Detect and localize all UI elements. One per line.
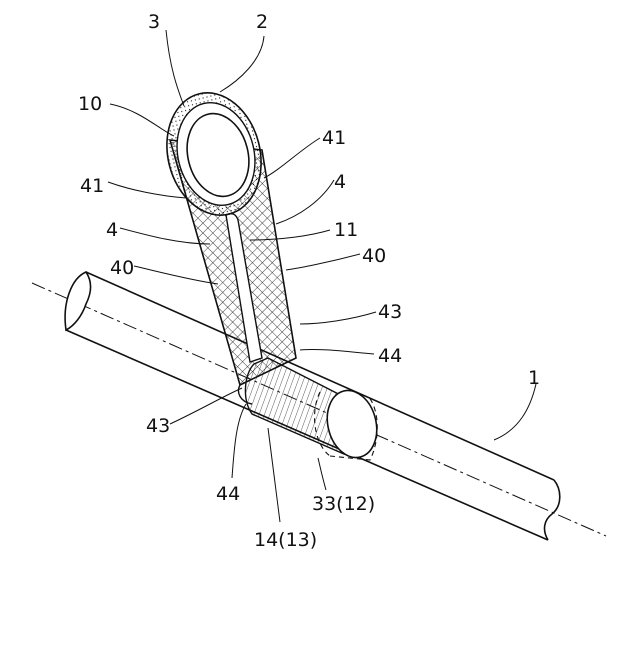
label-11: 11	[334, 219, 358, 241]
leader-10	[110, 104, 174, 136]
label-4-right: 4	[334, 171, 346, 193]
label-41-right: 41	[322, 127, 346, 149]
leader-41-left	[108, 182, 186, 198]
label-3: 3	[148, 11, 160, 33]
leader-4-right	[276, 180, 334, 224]
label-44-right: 44	[378, 345, 402, 367]
leader-40-left	[134, 266, 218, 284]
leader-3	[166, 30, 184, 106]
rod-top-edge	[86, 272, 554, 480]
label-43-left: 43	[146, 415, 170, 437]
leader-43-right	[300, 312, 376, 324]
leader-44-right	[300, 349, 374, 354]
guide-frame	[154, 83, 296, 385]
leader-lines	[108, 30, 536, 522]
label-40-right: 40	[362, 245, 386, 267]
leader-44-left	[232, 404, 246, 478]
label-4-left: 4	[106, 219, 118, 241]
label-33-12: 33(12)	[312, 493, 375, 515]
leader-40-right	[286, 254, 360, 270]
label-41-left: 41	[80, 175, 104, 197]
leader-43-left	[170, 388, 242, 424]
label-44-left: 44	[216, 483, 240, 505]
leader-33	[318, 458, 326, 490]
leader-1	[494, 384, 536, 440]
label-10: 10	[78, 93, 102, 115]
sleeve	[239, 358, 384, 463]
label-1: 1	[528, 367, 540, 389]
label-40-left: 40	[110, 257, 134, 279]
label-14-13: 14(13)	[254, 529, 317, 551]
leader-14	[268, 428, 280, 522]
reference-labels: 3 2 10 41 41 4 4 11 40 40 43 44 43 44 1 …	[78, 11, 540, 551]
rod-left-end	[65, 272, 91, 330]
label-2: 2	[256, 11, 268, 33]
leader-2	[220, 36, 264, 92]
leader-41-right	[264, 138, 320, 178]
label-43-right: 43	[378, 301, 402, 323]
